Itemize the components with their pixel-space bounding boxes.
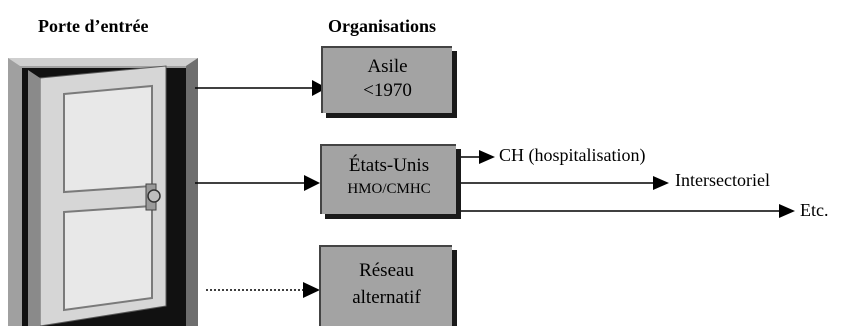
arrow-to-reseau-head: [303, 282, 320, 298]
arrow-ch-head: [479, 150, 495, 164]
door-lower-panel: [63, 204, 153, 312]
box-asile: Asile <1970: [321, 46, 452, 113]
label-etc: Etc.: [800, 200, 829, 220]
door-frame-right-bevel: [186, 58, 198, 326]
door-frame-highlight: [8, 58, 198, 66]
door-upper-panel: [63, 84, 153, 194]
label-ch-hospitalisation: CH (hospitalisation): [499, 145, 646, 165]
box-reseau-line2: alternatif: [352, 287, 421, 308]
box-asile-line1: Asile: [367, 56, 408, 77]
heading-porte-entree: Porte d’entrée: [38, 16, 149, 36]
arrow-to-asile-head: [312, 80, 327, 96]
label-intersectoriel: Intersectoriel: [675, 170, 770, 190]
arrow-to-etats-unis-head: [304, 175, 320, 191]
door-edge: [28, 70, 40, 326]
heading-organisations: Organisations: [328, 16, 437, 36]
box-reseau-line1: Réseau: [359, 260, 414, 281]
arrow-intersectoriel-head: [653, 176, 669, 190]
box-etats-unis: États-Unis HMO/CMHC: [320, 144, 456, 214]
box-etats-unis-line2: HMO/CMHC: [347, 181, 431, 197]
arrow-etc-head: [779, 204, 795, 218]
box-asile-line2: <1970: [363, 80, 412, 101]
door-knob-icon: [147, 189, 161, 203]
box-reseau: Réseau alternatif: [319, 245, 452, 326]
box-etats-unis-line1: États-Unis: [348, 155, 430, 176]
